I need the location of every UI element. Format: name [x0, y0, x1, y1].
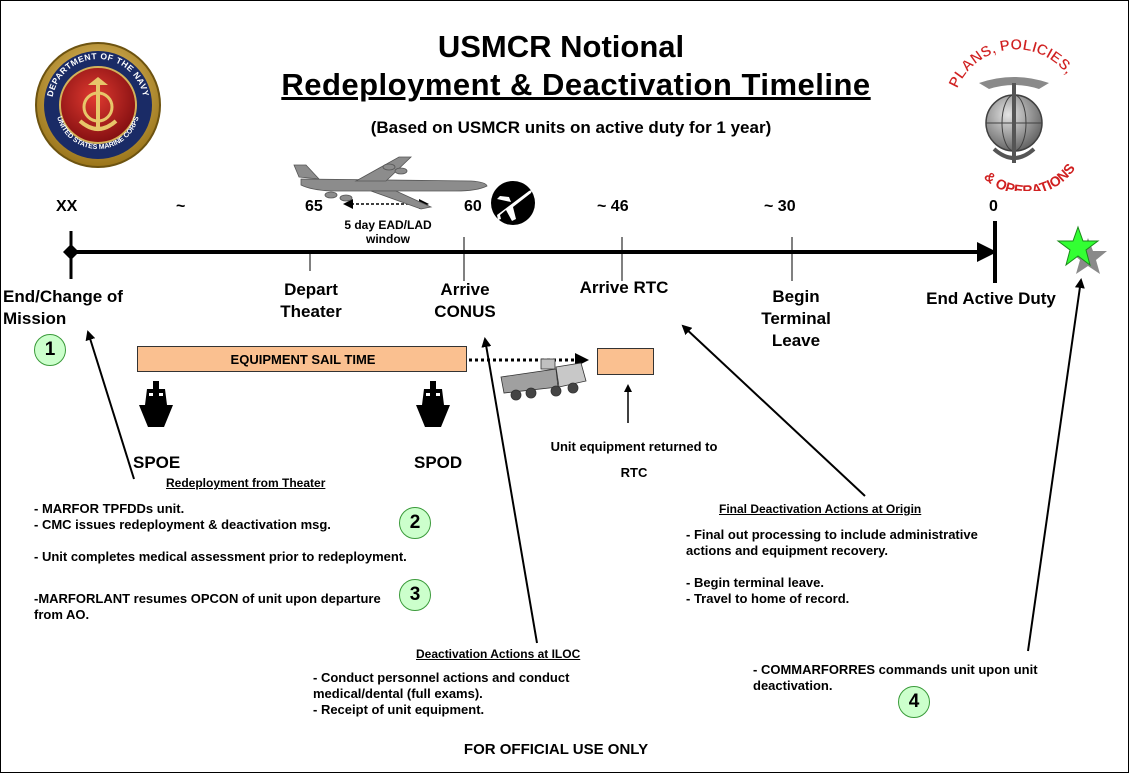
event-arrive-rtc: Arrive RTC — [579, 278, 669, 297]
arrow-iloc — [481, 337, 538, 644]
pop-emblem-icon: PLANS, POLICIES, & OPERATIONS — [945, 36, 1078, 191]
event-arrive-conus: Arrive CONUS — [434, 280, 496, 321]
equipment-sail-time-label: EQUIPMENT SAIL TIME — [230, 352, 376, 367]
redeployment-item-4: -MARFORLANT resumes OPCON of unit upon d… — [34, 591, 381, 622]
navy-seal-icon: DEPARTMENT OF THE NAVY UNITED STATES MAR… — [35, 42, 161, 168]
ship-icon-spoe — [139, 381, 173, 427]
day-label-65: 65 — [305, 198, 323, 215]
rtc-equipment-box — [597, 348, 654, 375]
redeployment-item-3: - Unit completes medical assessment prio… — [34, 549, 407, 564]
day-label-30: ~ 30 — [764, 198, 796, 215]
commarforres-note: - COMMARFORRES commands unit upon unit d… — [753, 662, 1038, 693]
redeployment-item-2: - CMC issues redeployment & deactivation… — [34, 517, 331, 532]
truck-icon — [500, 358, 587, 401]
page-subtitle: Redeployment & Deactivation Timeline — [281, 67, 871, 102]
arrow-final — [681, 324, 866, 497]
day-label-xx: XX — [56, 198, 78, 215]
event-end-change-mission: End/Change of Mission — [3, 287, 123, 328]
arrow-redeploy — [85, 330, 135, 480]
port-spoe: SPOE — [133, 453, 181, 472]
ship-icon-spod — [416, 381, 450, 427]
badge-1: 1 — [34, 334, 66, 366]
iloc-heading: Deactivation Actions at ILOC — [416, 647, 581, 661]
day-label-tilde: ~ — [176, 198, 186, 215]
final-item-1: - Final out processing to include admini… — [686, 527, 978, 558]
airplane-icon — [491, 181, 535, 225]
day-label-46: ~ 46 — [597, 198, 629, 215]
basis-note: (Based on USMCR units on active duty for… — [370, 118, 772, 137]
ead-lad-window-label: 5 day EAD/LAD window — [344, 218, 432, 246]
final-heading: Final Deactivation Actions at Origin — [719, 502, 922, 516]
final-item-3: - Travel to home of record. — [686, 591, 850, 606]
footer-classification: FOR OFFICIAL USE ONLY — [463, 741, 649, 758]
badge-4: 4 — [898, 686, 930, 718]
badge-3: 3 — [399, 579, 431, 611]
iloc-item-1: - Conduct personnel actions and conduct … — [313, 670, 570, 701]
arrow-commarforres — [1027, 278, 1085, 652]
final-item-2: - Begin terminal leave. — [686, 575, 824, 590]
badge-2: 2 — [399, 507, 431, 539]
equipment-sail-time-bar: EQUIPMENT SAIL TIME — [137, 346, 467, 372]
event-end-active-duty: End Active Duty — [926, 289, 1056, 308]
port-spod: SPOD — [414, 453, 463, 472]
day-label-60: 60 — [464, 198, 482, 215]
cargo-plane-icon — [293, 156, 488, 210]
event-begin-terminal-leave: Begin Terminal Leave — [761, 287, 831, 350]
timeline-arrowhead — [977, 242, 997, 262]
page-title: USMCR Notional — [437, 29, 685, 64]
day-label-0: 0 — [989, 198, 998, 215]
unit-equipment-returned-note: Unit equipment returned to RTC — [550, 439, 718, 480]
star-icon — [1056, 225, 1107, 274]
event-depart-theater: Depart Theater — [280, 280, 342, 321]
iloc-item-2: - Receipt of unit equipment. — [313, 702, 485, 717]
redeployment-item-1: - MARFOR TPFDDs unit. — [34, 501, 185, 516]
redeployment-heading: Redeployment from Theater — [166, 476, 326, 490]
